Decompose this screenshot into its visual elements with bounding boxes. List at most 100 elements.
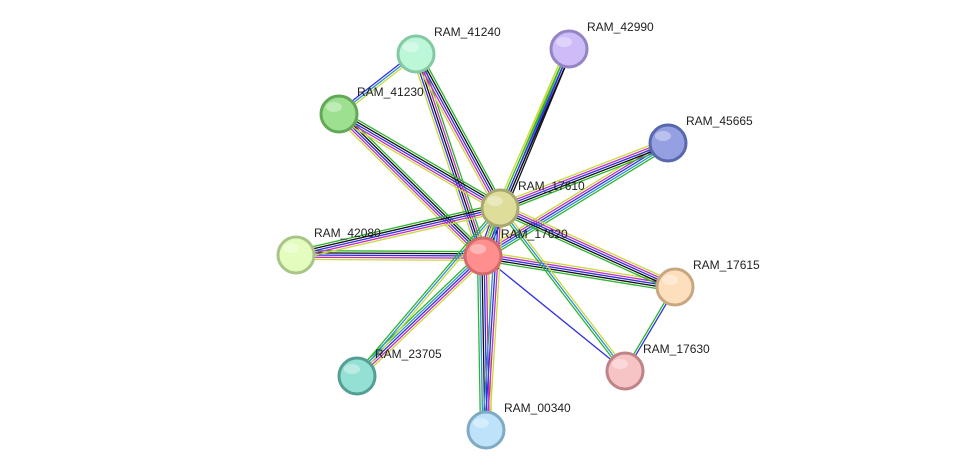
edge-line (482, 255, 676, 288)
node-label: RAM_42990 (587, 20, 654, 34)
edge-line (354, 206, 499, 375)
edge-line (499, 142, 669, 209)
node-label: RAM_45665 (686, 114, 753, 128)
node-circle[interactable] (648, 123, 688, 163)
edge-line (500, 49, 571, 209)
node-circle[interactable] (655, 267, 695, 307)
edge-RAM_17620-RAM_17615 (482, 251, 676, 292)
node-circle[interactable] (319, 94, 359, 134)
edge-line (339, 111, 502, 207)
node-highlight (556, 37, 572, 47)
node-RAM_42990[interactable]: RAM_42990 (549, 20, 654, 69)
edge-line (417, 52, 503, 208)
edge-line (296, 211, 502, 260)
edge-RAM_17610-RAM_42080 (294, 203, 502, 260)
edge-line (501, 206, 628, 371)
edge-line (488, 208, 504, 431)
node-label: RAM_17620 (501, 227, 568, 241)
node-label: RAM_23705 (375, 347, 442, 361)
node-label: RAM_42080 (314, 226, 381, 240)
edge-line (496, 47, 567, 207)
node-circle[interactable] (480, 188, 520, 228)
edge-line (415, 53, 484, 257)
edge-line (502, 50, 573, 210)
node-circle[interactable] (396, 34, 436, 74)
node-circle[interactable] (276, 235, 316, 275)
node-highlight (326, 102, 342, 112)
node-RAM_00340[interactable]: RAM_00340 (466, 401, 571, 450)
edge-line (296, 209, 501, 258)
edge-line (483, 253, 676, 286)
edge-line (482, 257, 675, 290)
edge-line (359, 258, 487, 380)
edge-line (338, 113, 484, 257)
edge-line (413, 54, 499, 210)
edge-line (419, 51, 505, 207)
node-circle[interactable] (549, 29, 589, 69)
edge-line (340, 109, 503, 205)
edge-RAM_17620-RAM_17630 (482, 255, 626, 372)
node-label: RAM_00340 (504, 401, 571, 415)
edge-line (295, 205, 500, 254)
edge-RAM_17610-RAM_42990 (496, 47, 573, 210)
edge-line (340, 111, 486, 255)
node-circle[interactable] (605, 351, 645, 391)
node-RAM_17630[interactable]: RAM_17630 (605, 342, 710, 391)
node-RAM_17620[interactable]: RAM_17620 (463, 227, 568, 276)
node-RAM_45665[interactable]: RAM_45665 (648, 114, 753, 163)
edge-line (356, 207, 501, 377)
edge-line (498, 48, 569, 208)
edge-line (498, 209, 675, 290)
edge-RAM_17610-RAM_17615 (497, 203, 678, 292)
edge-line (497, 211, 674, 292)
node-highlight (344, 364, 360, 374)
edge-line (483, 144, 670, 259)
node-highlight (655, 131, 671, 141)
node-RAM_41230[interactable]: RAM_41230 (319, 85, 424, 134)
edge-line (500, 144, 670, 211)
node-RAM_17615[interactable]: RAM_17615 (655, 258, 760, 307)
edge-line (482, 255, 626, 372)
node-highlight (612, 359, 628, 369)
edge-line (479, 256, 484, 431)
edge-line (295, 256, 483, 259)
edge-line (501, 203, 678, 284)
edge-RAM_17610-RAM_45665 (498, 138, 670, 213)
edge-RAM_17620-RAM_45665 (480, 138, 671, 261)
edge-line (358, 257, 485, 379)
node-RAM_41240[interactable]: RAM_41240 (396, 25, 501, 74)
node-highlight (403, 42, 419, 52)
edge-line (337, 115, 500, 211)
edge-line (501, 146, 670, 213)
edge-RAM_17610-RAM_17630 (497, 206, 628, 373)
edge-line (295, 254, 484, 257)
edge-line (499, 207, 676, 288)
edge-line (498, 140, 668, 207)
edge-line (484, 146, 671, 261)
node-RAM_17610[interactable]: RAM_17610 (480, 179, 585, 228)
node-circle[interactable] (466, 410, 506, 450)
node-label: RAM_17610 (518, 179, 585, 193)
node-circle[interactable] (463, 236, 503, 276)
edge-line (338, 113, 501, 209)
edge-line (353, 252, 481, 374)
node-highlight (283, 243, 299, 253)
node-label: RAM_41230 (357, 85, 424, 99)
node-RAM_42080[interactable]: RAM_42080 (276, 226, 381, 275)
edge-line (476, 256, 482, 431)
edge-line (336, 117, 499, 213)
edge-line (497, 208, 624, 373)
edge-line (355, 253, 482, 375)
edge-line (295, 207, 501, 256)
edge-line (294, 203, 500, 252)
node-circle[interactable] (337, 356, 377, 396)
node-label: RAM_17630 (643, 342, 710, 356)
edge-RAM_17620-RAM_23705 (353, 252, 487, 380)
edge-line (498, 138, 667, 205)
node-RAM_23705[interactable]: RAM_23705 (337, 347, 442, 396)
edge-line (413, 54, 482, 257)
edge-line (356, 255, 484, 377)
edge-line (336, 115, 482, 259)
edge-line (411, 55, 480, 258)
